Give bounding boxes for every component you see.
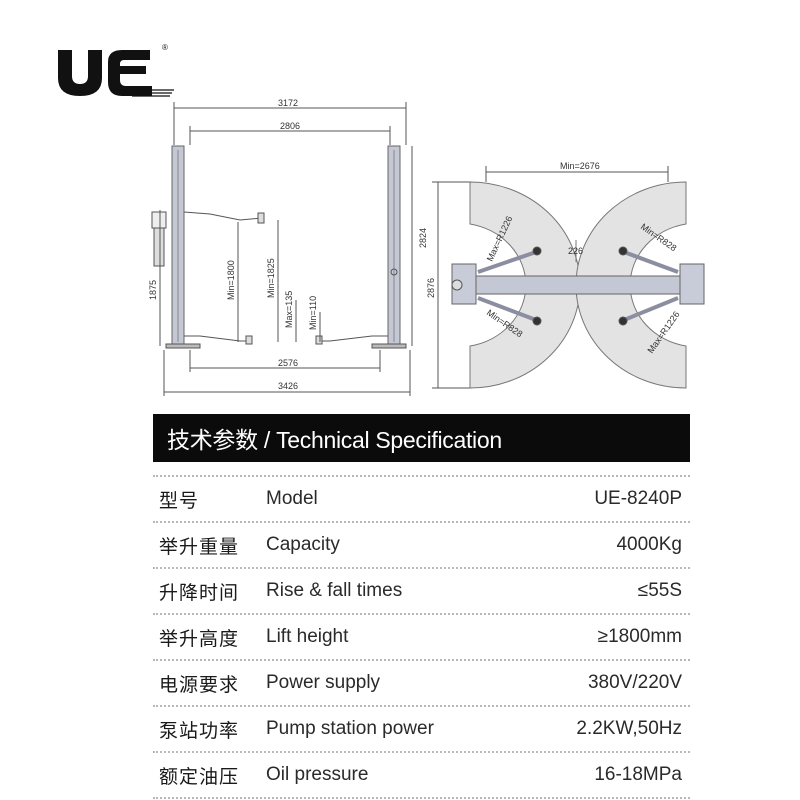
dim-gap: 226 <box>568 246 583 256</box>
spec-label-cn: 额定油压 <box>159 765 240 788</box>
spec-label-cn: 电源要求 <box>159 673 240 696</box>
spec-row-oil-pressure: 额定油压 Oil pressure 16-18MPa <box>153 753 690 799</box>
spec-value: 2.2KW,50Hz <box>576 718 682 739</box>
spec-label-cn: 举升重量 <box>159 535 240 558</box>
dim-overall-width: 3172 <box>278 98 298 108</box>
dim-base-width: 3426 <box>278 381 298 391</box>
spec-row-lift-height: 举升高度 Lift height ≥1800mm <box>153 615 690 661</box>
spec-row-rise-fall: 升降时间 Rise & fall times ≤55S <box>153 569 690 615</box>
spec-label-cn: 升降时间 <box>159 581 240 604</box>
brand-logo: ® <box>52 40 182 102</box>
spec-row-power-supply: 电源要求 Power supply 380V/220V <box>153 661 690 707</box>
top-view <box>432 166 705 389</box>
spec-value: 4000Kg <box>616 534 682 555</box>
dim-column-height: 2824 <box>418 228 428 248</box>
spec-row-pump-power: 泵站功率 Pump station power 2.2KW,50Hz <box>153 707 690 753</box>
dim-pad-height: Min=1825 <box>266 258 276 298</box>
spec-value: ≥1800mm <box>597 626 682 647</box>
dim-overall-height: 1875 <box>148 280 158 300</box>
spec-value: UE-8240P <box>594 488 682 509</box>
spec-label-cn: 泵站功率 <box>159 719 240 742</box>
spec-value: ≤55S <box>637 580 682 601</box>
spec-label-en: Lift height <box>266 626 349 647</box>
spec-label-en: Model <box>266 488 318 509</box>
spec-label-en: Power supply <box>266 672 381 693</box>
spec-value: 16-18MPa <box>594 764 682 785</box>
spec-label-cn: 型号 <box>159 489 200 512</box>
front-view <box>151 102 413 396</box>
dim-min-height: Min=1800 <box>226 260 236 300</box>
spec-label-en: Pump station power <box>266 718 434 739</box>
spec-label-en: Oil pressure <box>266 764 369 785</box>
spec-table: 型号 Model UE-8240P 举升重量 Capacity 4000Kg 升… <box>153 475 690 799</box>
registered-mark: ® <box>162 43 168 52</box>
dim-depth: 2876 <box>426 278 436 298</box>
spec-value: 380V/220V <box>587 672 682 693</box>
dim-max-pad: Max=135 <box>284 291 294 328</box>
front-view-labels: 3172 2806 2576 3426 2824 1875 Min=1800 M… <box>148 98 428 391</box>
dim-span: Min=2676 <box>560 161 600 171</box>
dim-drive-through: 2576 <box>278 358 298 368</box>
spec-label-en: Capacity <box>266 534 340 555</box>
dim-min-pad: Min=110 <box>308 296 318 330</box>
spec-header: 技术参数 / Technical Specification <box>153 414 690 462</box>
spec-title: 技术参数 / Technical Specification <box>167 427 502 453</box>
technical-drawings: 3172 2806 2576 3426 2824 1875 Min=1800 M… <box>0 90 800 400</box>
spec-row-capacity: 举升重量 Capacity 4000Kg <box>153 523 690 569</box>
spec-label-en: Rise & fall times <box>266 580 403 601</box>
dim-inner-width: 2806 <box>280 121 300 131</box>
spec-label-cn: 举升高度 <box>159 627 240 650</box>
spec-row-model: 型号 Model UE-8240P <box>153 475 690 523</box>
